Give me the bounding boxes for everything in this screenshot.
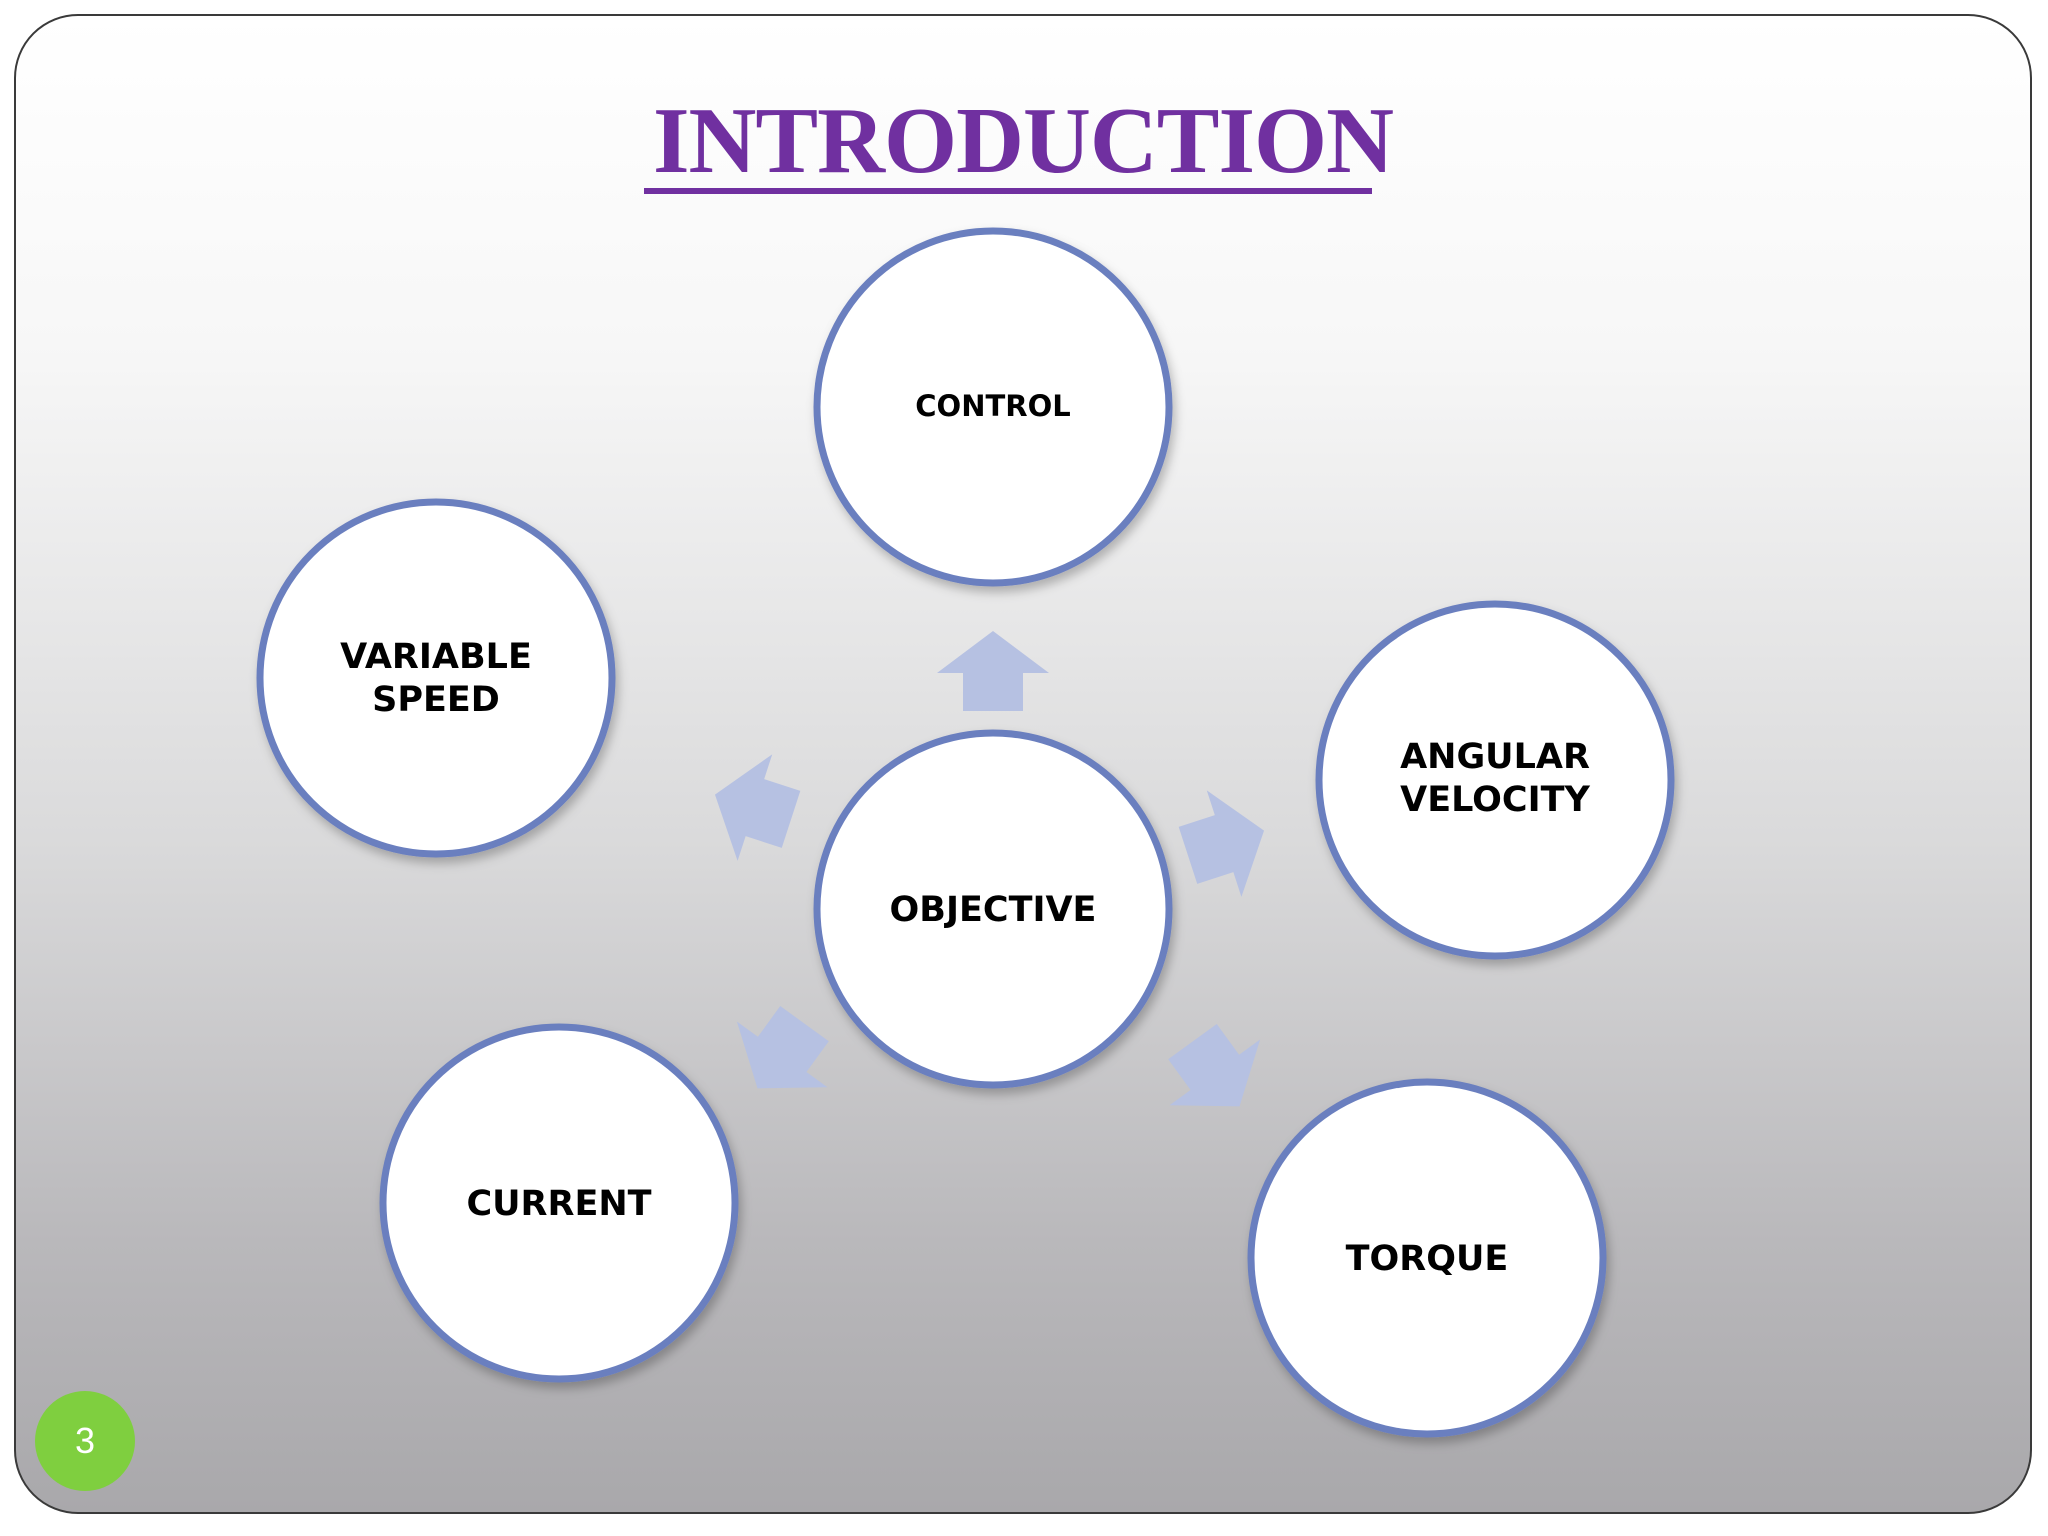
node-label-line-1: ANGULAR <box>1400 737 1590 777</box>
slide: INTRODUCTION OBJECTIVE CONTROL ANGULAR V… <box>14 14 2032 1514</box>
arrow-down-right-icon <box>1168 1024 1261 1107</box>
page-number-badge: 3 <box>35 1391 135 1491</box>
node-variable-speed: VARIABLE SPEED <box>256 498 616 858</box>
center-node-objective: OBJECTIVE <box>813 729 1173 1089</box>
arrow-right-icon <box>1178 790 1265 897</box>
node-current: CURRENT <box>379 1023 739 1383</box>
node-circle <box>1315 600 1675 960</box>
node-torque: TORQUE <box>1247 1078 1607 1438</box>
center-label: OBJECTIVE <box>890 890 1097 930</box>
arrow-down-left-icon <box>736 1006 829 1089</box>
title-underline <box>644 188 1372 194</box>
node-angular-velocity: ANGULAR VELOCITY <box>1315 600 1675 960</box>
node-circle <box>379 1023 739 1383</box>
node-label-line-2: SPEED <box>372 680 500 720</box>
node-label: CURRENT <box>466 1184 651 1224</box>
node-control: CONTROL <box>813 227 1173 587</box>
arrows-group <box>714 631 1265 1107</box>
node-label: TORQUE <box>1346 1239 1509 1279</box>
node-label: CONTROL <box>915 389 1070 423</box>
arrow-up-left-icon <box>714 754 801 861</box>
slide-title: INTRODUCTION <box>652 89 1394 193</box>
node-label-line-1: VARIABLE <box>340 637 532 677</box>
node-circle <box>813 227 1173 587</box>
node-circle <box>1247 1078 1607 1438</box>
objective-cycle-diagram: OBJECTIVE CONTROL ANGULAR VELOCITY TORQU… <box>256 227 1675 1438</box>
center-circle <box>813 729 1173 1089</box>
node-circle <box>256 498 616 858</box>
arrow-up-icon <box>937 631 1049 711</box>
node-label-line-2: VELOCITY <box>1400 780 1590 820</box>
